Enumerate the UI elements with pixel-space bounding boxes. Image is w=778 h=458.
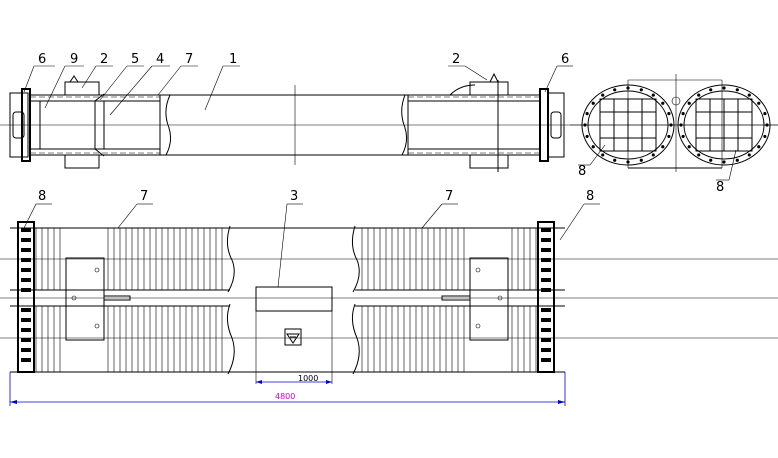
- flange-bolt: [21, 358, 31, 362]
- flange-bolt: [21, 308, 31, 312]
- end-bolt: [681, 111, 685, 116]
- end-bolt: [763, 134, 767, 139]
- flange-bolt: [21, 328, 31, 332]
- callout-9: 9: [70, 52, 78, 67]
- end-bolt: [667, 134, 671, 139]
- flange-bolt: [21, 338, 31, 342]
- end-bolt: [709, 88, 713, 92]
- flange-bolt: [541, 358, 551, 362]
- end-bolt: [757, 145, 761, 149]
- flange-bolt: [21, 278, 31, 282]
- callout-1: 1: [229, 52, 237, 67]
- end-bolt: [735, 158, 739, 162]
- flange-bolts: [21, 228, 551, 362]
- flange-bolt: [541, 238, 551, 242]
- callout-4: 4: [156, 52, 164, 67]
- end-view-bolts: [583, 86, 769, 164]
- end-bolt: [651, 153, 655, 157]
- flange-bolt: [21, 238, 31, 242]
- callout-2-left: 2: [100, 52, 108, 67]
- callouts-top: 6 9 2 5 4 7 1 2 6: [23, 52, 573, 116]
- end-bolt: [679, 123, 683, 127]
- end-bolt: [669, 123, 673, 127]
- end-bolt: [757, 101, 761, 105]
- callout-7-plan-left: 7: [140, 189, 148, 204]
- end-bolt: [709, 158, 713, 162]
- callout-8-end-left: 8: [578, 164, 586, 179]
- end-bolt: [722, 86, 726, 90]
- callout-2-right: 2: [452, 52, 460, 67]
- end-bolt: [667, 111, 671, 116]
- end-bolt: [687, 101, 691, 105]
- end-bolt: [585, 111, 589, 116]
- end-bolt: [763, 111, 767, 116]
- callout-7-top: 7: [185, 52, 193, 67]
- callout-8-plan-left: 8: [38, 189, 46, 204]
- flange-bolt: [541, 228, 551, 232]
- callout-6-left: 6: [38, 52, 46, 67]
- end-bolt: [601, 93, 605, 97]
- end-bolt: [639, 158, 643, 162]
- flange-bolt: [21, 258, 31, 262]
- end-bolt: [626, 160, 630, 164]
- end-bolt: [722, 160, 726, 164]
- callout-5: 5: [131, 52, 139, 67]
- pit-width-dimension: 1000: [298, 374, 318, 383]
- end-bolt: [651, 93, 655, 97]
- flange-bolt: [541, 318, 551, 322]
- flange-bolt: [21, 318, 31, 322]
- flange-bolt: [21, 248, 31, 252]
- end-bolt: [613, 158, 617, 162]
- flange-bolt: [21, 268, 31, 272]
- end-bolt: [735, 88, 739, 92]
- flange-bolt: [541, 258, 551, 262]
- flange-bolt: [541, 268, 551, 272]
- end-bolt: [613, 88, 617, 92]
- end-bolt: [765, 123, 769, 127]
- end-bolt: [681, 134, 685, 139]
- flange-bolt: [541, 278, 551, 282]
- end-bolt: [661, 145, 665, 149]
- flange-bolt: [541, 338, 551, 342]
- bolt-row-left-top: [30, 96, 160, 154]
- callout-7-plan-right: 7: [445, 189, 453, 204]
- flange-bolt: [21, 288, 31, 292]
- end-bolt: [591, 145, 595, 149]
- plan-view: 1000 4800: [0, 221, 778, 406]
- flange-bolt: [541, 248, 551, 252]
- flange-bolt: [21, 228, 31, 232]
- end-bolt: [601, 153, 605, 157]
- end-bolt: [585, 134, 589, 139]
- callouts-plan: 8 7 3 7 8: [23, 189, 600, 288]
- flange-bolt: [21, 348, 31, 352]
- flange-bolt: [541, 288, 551, 292]
- end-bolt: [591, 101, 595, 105]
- end-bolt: [639, 88, 643, 92]
- overall-length-dimension: 4800: [275, 392, 295, 401]
- corrugation-ribs: [35, 228, 537, 372]
- end-view: 8 8: [570, 74, 778, 195]
- callout-8-end-right: 8: [716, 180, 724, 195]
- callout-3: 3: [290, 189, 298, 204]
- callout-6-right: 6: [561, 52, 569, 67]
- flange-bolt: [541, 328, 551, 332]
- end-bolt: [697, 93, 701, 97]
- end-bolt: [747, 93, 751, 97]
- end-bolt: [583, 123, 587, 127]
- callout-8-plan-right: 8: [586, 189, 594, 204]
- end-bolt: [747, 153, 751, 157]
- side-elevation-view: [0, 72, 778, 172]
- flange-bolt: [541, 348, 551, 352]
- flange-bolt: [541, 308, 551, 312]
- end-bolt: [626, 86, 630, 90]
- end-bolt: [687, 145, 691, 149]
- end-bolt: [697, 153, 701, 157]
- end-bolt: [661, 101, 665, 105]
